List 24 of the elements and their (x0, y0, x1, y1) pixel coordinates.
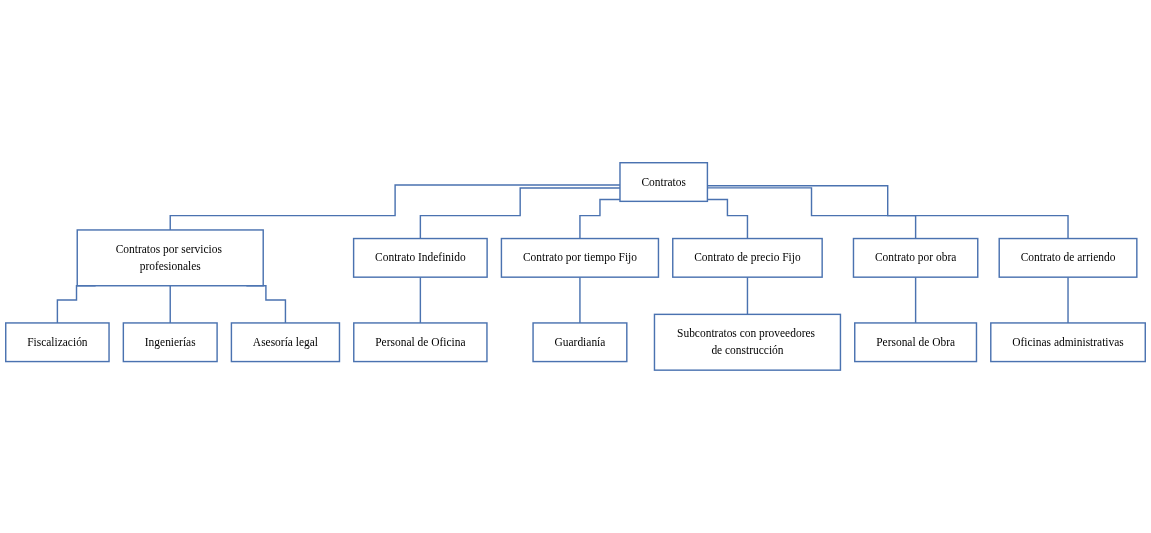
node-box: Fiscalización (5, 322, 110, 363)
connector (419, 276, 422, 324)
node-box: Personal de Obra (854, 322, 978, 363)
node-box: Contratos por servicios profesionales (76, 229, 264, 287)
node-box: Contratos (619, 162, 709, 203)
connector (706, 187, 917, 240)
connector (746, 276, 749, 316)
connector (169, 285, 171, 324)
connector (706, 185, 1069, 240)
connector (579, 276, 581, 324)
node-box: Asesoría legal (230, 322, 341, 363)
node-box: Oficinas administrativas (990, 322, 1146, 363)
node-box: Guardianía (532, 322, 628, 363)
node-box: Contrato de precio Fijo (672, 237, 823, 278)
node-box: Personal de Oficina (353, 322, 488, 363)
node-box: Contrato Indefinido (352, 237, 488, 278)
connector (914, 276, 917, 324)
node-box: Ingenierías (122, 322, 218, 363)
node-box: Contrato por obra (852, 237, 979, 278)
node-box: Contrato por tiempo Fijo (500, 237, 660, 278)
node-box: Subcontratos con proveedores de construcción (653, 313, 842, 371)
connector (1067, 276, 1069, 324)
connector (706, 198, 749, 240)
node-box: Contrato de arriendo (998, 237, 1138, 278)
